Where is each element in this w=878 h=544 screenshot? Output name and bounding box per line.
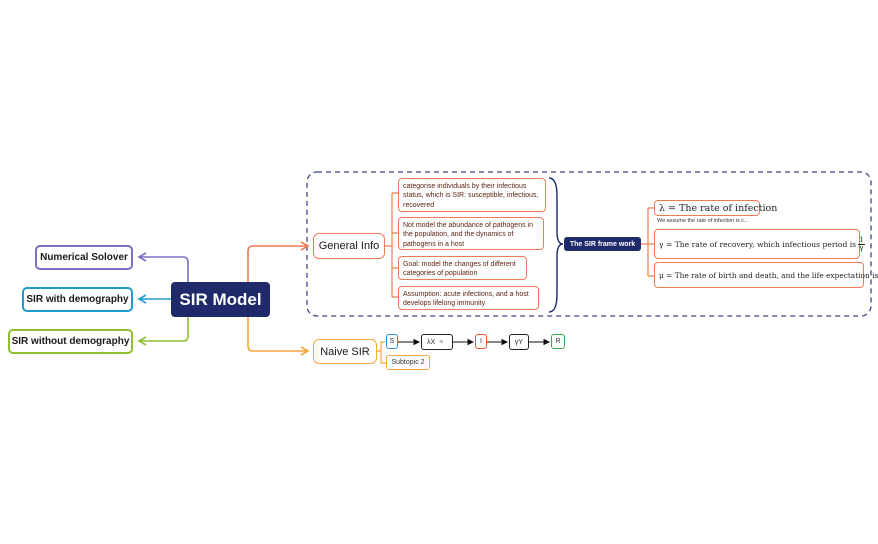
chain-lambda-x-label: λX bbox=[427, 338, 436, 346]
note-not-model[interactable]: Not model the abundance of pathogens in … bbox=[398, 217, 544, 250]
topic-numerical-solover[interactable]: Numerical Solover bbox=[35, 245, 133, 270]
lambda-note: We assume the rate of infection is c... bbox=[657, 218, 749, 224]
note-categorise[interactable]: categorise individuals by their infectio… bbox=[398, 178, 546, 212]
mu-text: μ = The rate of birth and death, and the… bbox=[659, 270, 878, 280]
gamma-fraction: 1 γ bbox=[858, 235, 865, 252]
connector-notes bbox=[385, 192, 398, 298]
chain-node-s[interactable]: S bbox=[386, 334, 398, 349]
formula-gamma[interactable]: γ = The rate of recovery, which infectio… bbox=[654, 229, 865, 259]
chain-node-gamma-y[interactable]: γY bbox=[509, 334, 529, 350]
connector-without-demography bbox=[140, 317, 189, 342]
connector-chain bbox=[377, 341, 386, 364]
topic-sir-with-demography[interactable]: SIR with demography bbox=[22, 287, 133, 312]
chain-node-r[interactable]: R bbox=[551, 334, 565, 349]
boundary-frame bbox=[306, 171, 872, 317]
connector-formulas bbox=[641, 207, 654, 277]
sir-framework-label[interactable]: The SIR frame work bbox=[564, 237, 641, 251]
gamma-denominator: γ bbox=[859, 243, 864, 252]
chain-node-i[interactable]: I bbox=[475, 334, 487, 349]
gamma-text: γ = The rate of recovery, which infectio… bbox=[659, 239, 857, 249]
topic-general-info[interactable]: General Info bbox=[313, 233, 385, 259]
topic-sir-without-demography[interactable]: SIR without demography bbox=[8, 329, 133, 354]
chain-node-lambda-x[interactable]: λX ≡ bbox=[421, 334, 453, 350]
note-assumption[interactable]: Assumption: acute infections, and a host… bbox=[398, 286, 539, 310]
central-topic[interactable]: SIR Model bbox=[171, 282, 270, 317]
gamma-numerator: 1 bbox=[858, 235, 865, 245]
connector-general-info bbox=[247, 245, 308, 282]
framework-brace bbox=[548, 177, 564, 313]
connector-naive-sir bbox=[247, 317, 308, 352]
note-lines-icon: ≡ bbox=[439, 338, 444, 346]
note-goal[interactable]: Goal: model the changes of different cat… bbox=[398, 256, 527, 280]
formula-mu[interactable]: μ = The rate of birth and death, and the… bbox=[654, 262, 878, 288]
formula-lambda[interactable]: λ = The rate of infection bbox=[654, 200, 777, 216]
subtopic-2[interactable]: Subtopic 2 bbox=[386, 355, 430, 370]
connector-numerical bbox=[140, 256, 189, 282]
topic-naive-sir[interactable]: Naive SIR bbox=[313, 339, 377, 364]
